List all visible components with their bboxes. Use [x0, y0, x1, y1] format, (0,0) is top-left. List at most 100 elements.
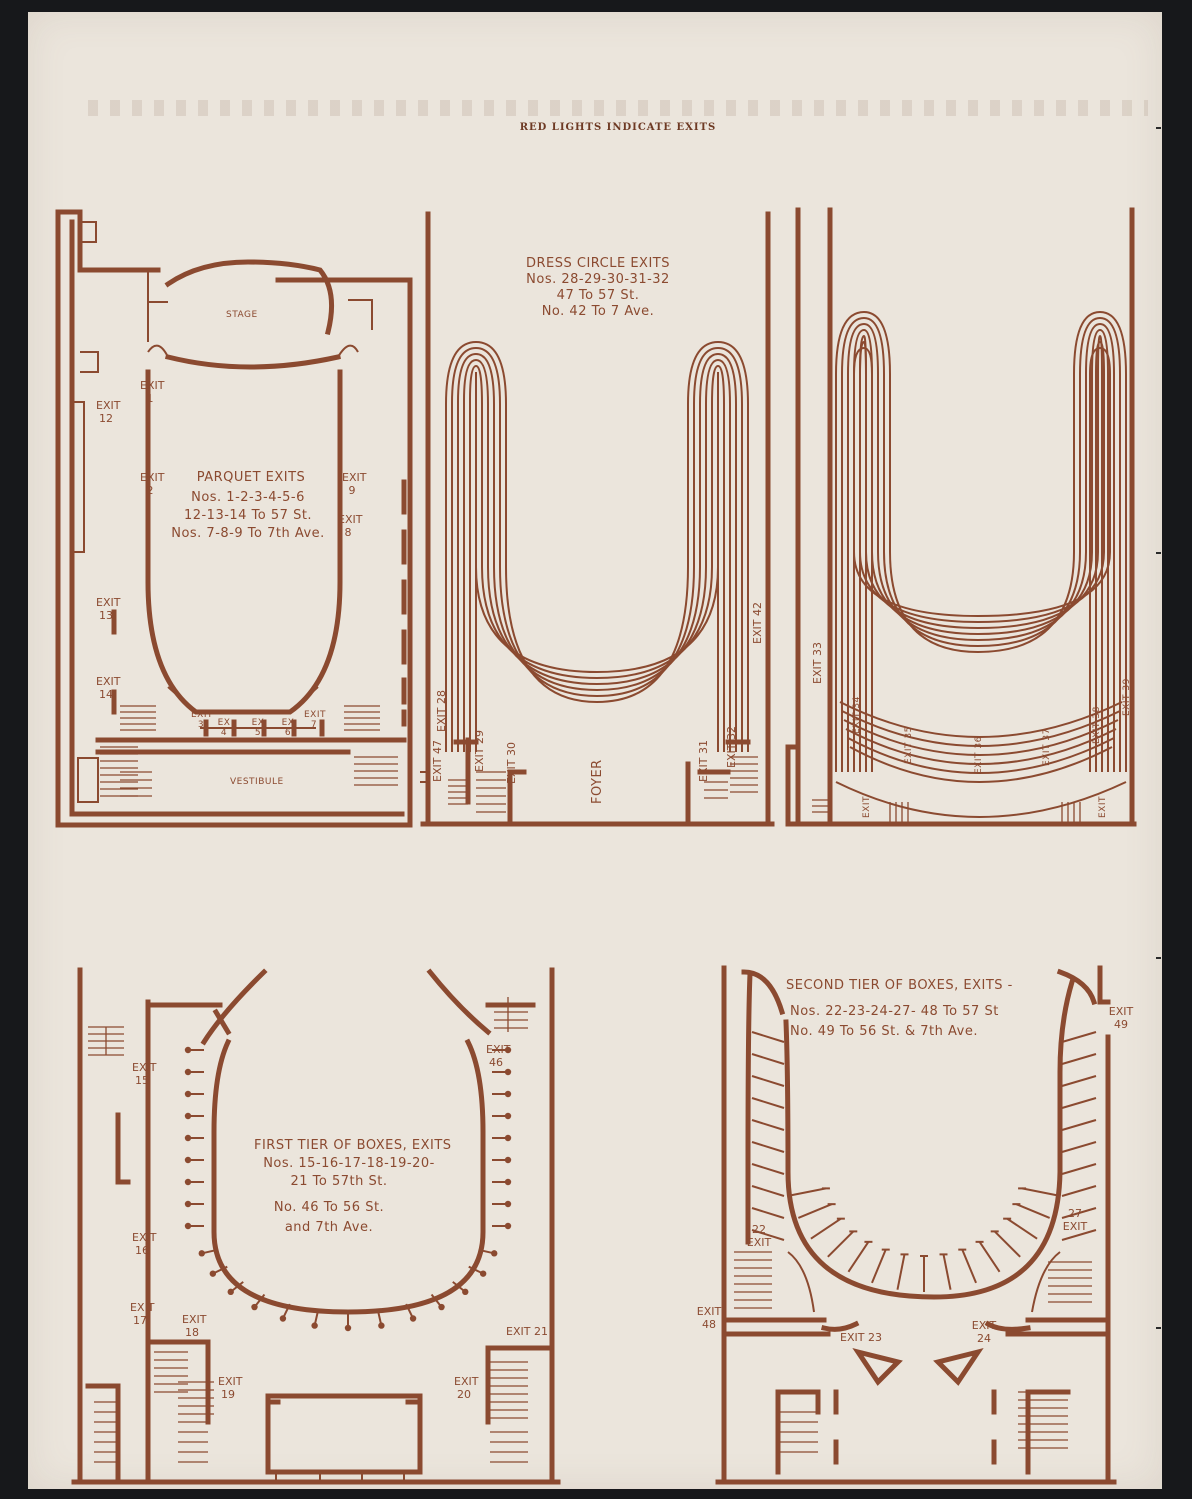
first-tier-title: FIRST TIER OF BOXES, EXITS — [254, 1138, 452, 1153]
box-knob — [198, 1250, 205, 1257]
tier2-divider — [994, 1230, 1021, 1258]
exit-46: EXIT 46 — [486, 1043, 511, 1069]
exit-22: 22 EXIT — [746, 1223, 772, 1249]
foyer-label: FOYER — [590, 759, 605, 804]
box-divider — [478, 1248, 493, 1254]
exit-24: EXIT 24 — [971, 1319, 997, 1345]
exit-9: EXIT 9 — [342, 471, 367, 497]
box-knob — [438, 1303, 445, 1311]
box-knob — [184, 1222, 192, 1230]
first-tier-line-2: 21 To 57th St. — [290, 1174, 388, 1189]
balcony-row — [841, 316, 1121, 772]
balcony-lower-row — [845, 728, 1117, 765]
tier2-divider — [1016, 1203, 1051, 1219]
parquet-title: PARQUET EXITS — [196, 470, 306, 485]
exit-28: EXIT 28 — [435, 690, 448, 732]
tier2-divider — [1061, 1075, 1097, 1087]
box-divider — [314, 1309, 320, 1324]
stage-label: STAGE — [226, 310, 258, 320]
box-knob — [311, 1322, 318, 1329]
box-knob — [184, 1112, 192, 1120]
box-knob — [184, 1068, 192, 1076]
exit-17: EXIT 17 — [130, 1301, 155, 1327]
dress-circle-line-3: No. 42 To 7 Ave. — [541, 304, 655, 319]
exit-47: EXIT 47 — [431, 740, 444, 782]
tier2-divider — [896, 1254, 906, 1290]
box-knob — [184, 1156, 192, 1164]
balcony-plan — [785, 207, 1137, 827]
box-divider — [430, 1293, 442, 1307]
exit-29: EXIT 29 — [473, 730, 486, 772]
box-knob — [378, 1322, 385, 1329]
tier2-divider — [1061, 1207, 1097, 1219]
box-divider — [214, 1265, 228, 1274]
dress-circle-line-2: 47 To 57 St. — [556, 288, 640, 303]
tier2-divider — [751, 1229, 785, 1241]
tier2-divider — [961, 1249, 977, 1284]
edge-mark — [1156, 957, 1161, 959]
tier2-divider — [1061, 1031, 1097, 1043]
tier2-divider — [751, 1163, 785, 1175]
exit-39: EXIT 39 — [1122, 678, 1132, 716]
tier2-divider — [751, 1207, 785, 1219]
second-tier-line-2: No. 49 To 56 St. & 7th Ave. — [790, 1024, 978, 1039]
parquet-line-2: 12-13-14 To 57 St. — [183, 508, 313, 523]
exit-15: EXIT 15 — [132, 1061, 157, 1087]
dress-circle-row — [463, 358, 731, 752]
exit-33: EXIT 33 — [811, 642, 824, 684]
box-knob — [184, 1090, 192, 1098]
floor-plans — [55, 207, 1137, 1489]
exit-balcony-left: EXIT — [862, 795, 872, 818]
parquet-line-3: Nos. 7-8-9 To 7th Ave. — [171, 526, 325, 541]
box-divider — [282, 1303, 291, 1318]
exit-8: EXIT 8 — [338, 513, 363, 539]
exit-14: EXIT 14 — [96, 675, 121, 701]
box-knob — [504, 1134, 512, 1142]
exit-27: 27 EXIT — [1062, 1207, 1088, 1233]
exit-21: EXIT 21 — [506, 1325, 548, 1338]
dress-circle-title: DRESS CIRCLE EXITS — [525, 256, 670, 271]
tier2-divider — [1021, 1187, 1058, 1197]
dress-circle-row — [475, 371, 719, 752]
program-page: RED LIGHTS INDICATE EXITS — [28, 12, 1162, 1489]
exit-37: EXIT 37 — [1042, 728, 1052, 766]
second-tier-line-1: Nos. 22-23-24-27- 48 To 57 St — [790, 1004, 999, 1019]
parquet-line-1: Nos. 1-2-3-4-5-6 — [191, 490, 305, 505]
edge-mark — [1156, 127, 1161, 129]
dress-circle-plan — [420, 211, 775, 827]
tier2-divider — [1061, 1097, 1097, 1109]
tier2-divider — [751, 1185, 785, 1197]
balcony-row — [847, 322, 1115, 772]
tier2-divider — [751, 1075, 785, 1087]
exit-16: EXIT 16 — [132, 1231, 157, 1257]
exit-38: EXIT 38 — [1092, 706, 1102, 744]
edge-mark — [1156, 552, 1161, 554]
tier2-divider — [1006, 1217, 1038, 1240]
box-knob — [504, 1156, 512, 1164]
dress-circle-row — [469, 364, 725, 752]
exit-6: EX 6 — [281, 718, 295, 739]
exit-23: EXIT 23 — [840, 1331, 882, 1344]
box-divider — [203, 1248, 218, 1254]
box-knob — [184, 1134, 192, 1142]
exits-notice: RED LIGHTS INDICATE EXITS — [519, 122, 717, 133]
tier2-divider — [810, 1217, 842, 1240]
box-knob — [184, 1178, 192, 1186]
exit-7: EXIT 7 — [304, 710, 327, 731]
exit-30: EXIT 30 — [505, 742, 518, 784]
tier2-divider — [942, 1254, 952, 1290]
tier2-divider — [797, 1203, 832, 1219]
box-knob — [504, 1200, 512, 1208]
exit-31: EXIT 31 — [697, 740, 710, 782]
exit-34: EXIT 34 — [852, 696, 862, 734]
dress-circle-line-1: Nos. 28-29-30-31-32 — [526, 272, 670, 287]
tier2-divider — [847, 1241, 870, 1273]
first-tier-plan — [71, 967, 561, 1482]
box-knob — [504, 1046, 512, 1054]
box-divider — [452, 1281, 465, 1292]
edge-mark — [1156, 1327, 1161, 1329]
balcony-rail — [835, 781, 1127, 818]
first-tier-line-4: and 7th Ave. — [284, 1220, 374, 1235]
balcony-row — [859, 340, 1105, 772]
first-tier-line-1: Nos. 15-16-17-18-19-20- — [263, 1156, 435, 1171]
